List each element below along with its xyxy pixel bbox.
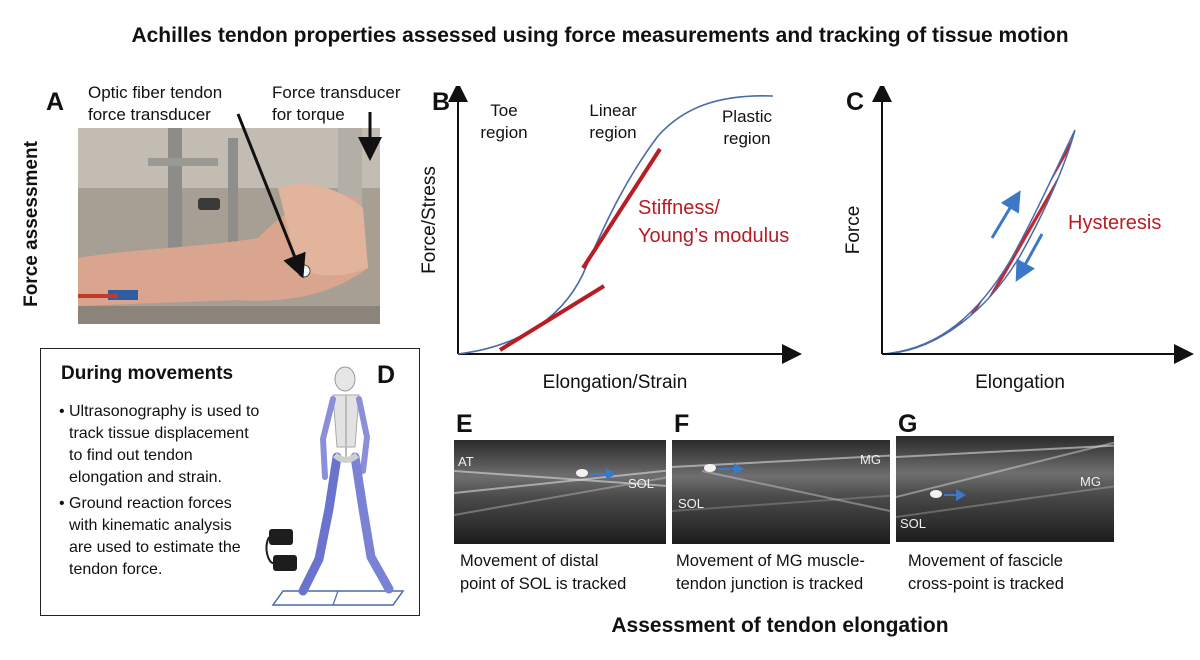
bullet-dot: • <box>59 495 65 512</box>
toe-region-label: Toe region <box>474 100 534 144</box>
optic-fiber-pointer-arrow <box>236 113 306 279</box>
bullet2-line3: are used to estimate the <box>69 539 241 556</box>
bullet-ground-reaction: • Ground reaction forces with kinematic … <box>59 493 299 581</box>
stress-strain-graph <box>448 86 802 364</box>
bullet2-line1: Ground reaction forces <box>69 495 232 512</box>
skeleton-right-leg <box>350 452 394 594</box>
toe-label-line2: region <box>480 123 528 142</box>
caption-e: Movement of distal point of SOL is track… <box>460 550 626 596</box>
label-mg-f: MG <box>860 452 881 467</box>
stiffness-label-line1: Stiffness/ <box>638 197 720 219</box>
optic-fiber-label: Optic fiber tendon force transducer <box>88 82 222 126</box>
panel-e-letter: E <box>456 410 473 438</box>
panel-d-letter: D <box>377 361 396 389</box>
panel-a-letter: A <box>46 88 65 116</box>
panel-b-letter: B <box>432 88 451 116</box>
optic-fiber-label-line1: Optic fiber tendon <box>88 83 223 102</box>
label-sol-e: SOL <box>628 476 655 491</box>
during-movements-heading: During movements <box>61 363 234 384</box>
ultrasound-probe-upper <box>269 529 293 545</box>
label-mg-g: MG <box>1080 474 1101 489</box>
plastic-region-label: Plastic region <box>712 106 782 150</box>
during-movements-box: During movements • Ultrasonography is us… <box>40 348 420 616</box>
loading-arrow <box>990 190 1021 239</box>
unloading-arrow <box>1015 233 1044 282</box>
caption-f-line2: tendon junction is tracked <box>676 575 864 593</box>
caption-e-line1: Movement of distal <box>460 552 599 570</box>
toe-label-line1: Toe <box>490 101 518 120</box>
bullet2-line4: tendon force. <box>69 561 163 578</box>
bullet-ultrasonography: • Ultrasonography is used to track tissu… <box>59 401 299 489</box>
linear-slope-line <box>581 147 662 270</box>
photo-illustration <box>78 128 380 324</box>
ultrasound-image-e: AT SOL <box>454 440 666 544</box>
caption-e-line2: point of SOL is tracked <box>460 575 627 593</box>
torque-label-line2: for torque <box>272 105 345 124</box>
caption-f-line1: Movement of MG muscle- <box>676 552 865 570</box>
ultrasound-image-f: MG SOL <box>672 440 890 544</box>
bullet1-line3: to find out tendon <box>69 447 193 464</box>
skeleton-left-leg <box>298 452 342 596</box>
bullet1-line2: track tissue displacement <box>69 425 249 442</box>
label-sol-g: SOL <box>900 516 927 531</box>
walking-skeleton-figure <box>265 366 405 606</box>
tracking-arrow-f <box>718 463 744 475</box>
caption-g-line2: cross-point is tracked <box>908 575 1064 593</box>
torque-transducer-label: Force transducer for torque <box>272 82 401 126</box>
skeleton-head <box>334 366 356 392</box>
tracking-marker-f <box>704 463 744 475</box>
caption-g-line1: Movement of fascicle <box>908 552 1063 570</box>
optic-fiber-label-line2: force transducer <box>88 105 211 124</box>
ultrasound-image-g: MG SOL <box>896 436 1114 542</box>
stiffness-label-line2: Young’s modulus <box>638 225 790 247</box>
bullet1-line1: Ultrasonography is used to <box>69 403 260 420</box>
panel-c-ylabel-text: Force <box>843 205 864 255</box>
panel-c-letter: C <box>846 88 865 116</box>
force-plate <box>271 590 405 606</box>
label-sol-f: SOL <box>678 496 705 511</box>
panel-b-ylabel-text: Force/Stress <box>419 166 440 274</box>
hysteresis-graph <box>872 86 1194 364</box>
tracking-arrow-g <box>944 489 966 501</box>
tracking-marker-g <box>930 489 966 501</box>
panel-c-xlabel: Elongation <box>975 372 1065 393</box>
plastic-label-line2: region <box>723 129 771 148</box>
panel-g-letter: G <box>898 410 918 438</box>
stiffness-label: Stiffness/ Young’s modulus <box>638 194 789 250</box>
tracking-arrow-e <box>590 468 616 480</box>
hysteresis-label: Hysteresis <box>1068 212 1162 234</box>
tracking-marker-e <box>576 468 616 480</box>
bullet-dot: • <box>59 403 65 420</box>
bullet1-line4: elongation and strain. <box>69 469 222 486</box>
bullet2-line2: with kinematic analysis <box>69 517 232 534</box>
linear-region-label: Linear region <box>578 100 648 144</box>
ultrasound-probe-lower <box>273 555 297 571</box>
panel-b-ylabel: Force/Stress <box>400 140 460 300</box>
figure-title: Achilles tendon properties assessed usin… <box>131 24 1069 47</box>
label-at: AT <box>458 454 474 469</box>
force-assessment-photo <box>78 128 380 324</box>
assessment-elongation-label: Assessment of tendon elongation <box>611 614 949 637</box>
panel-b-xlabel: Elongation/Strain <box>542 372 688 393</box>
linear-label-line1: Linear <box>589 101 637 120</box>
hysteresis-loop <box>881 129 1076 355</box>
panel-f-letter: F <box>674 410 690 438</box>
torque-label-line1: Force transducer <box>272 83 401 102</box>
caption-f: Movement of MG muscle- tendon junction i… <box>676 550 865 596</box>
linear-label-line2: region <box>589 123 637 142</box>
panel-c-ylabel: Force <box>824 180 884 280</box>
toe-tangent-line <box>498 284 606 352</box>
plastic-label-line1: Plastic <box>721 107 773 126</box>
caption-g: Movement of fascicle cross-point is trac… <box>908 550 1064 596</box>
